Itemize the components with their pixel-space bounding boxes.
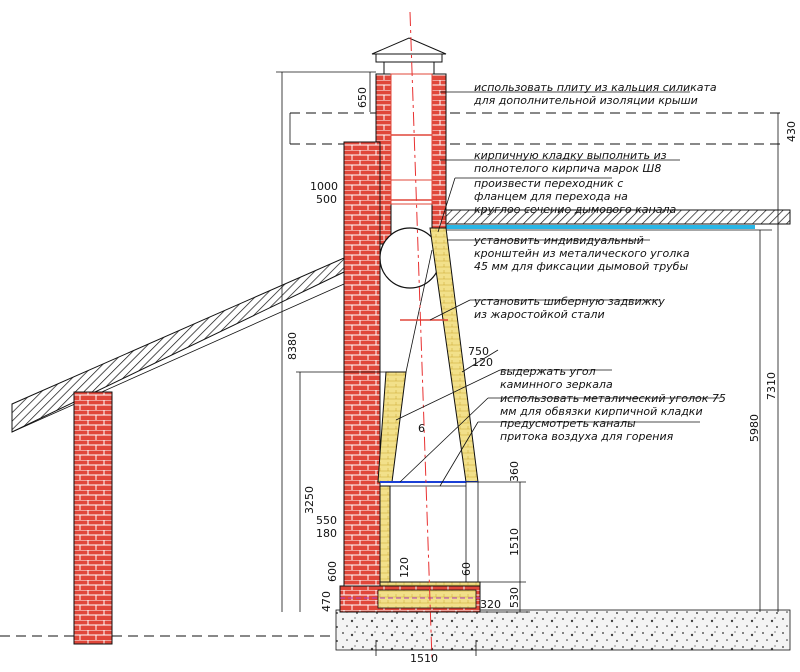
left-brick-column — [73, 391, 113, 645]
note-line-9: кронштейн из металического уголка — [474, 247, 690, 260]
dim-3250: 3250 — [303, 486, 316, 514]
note-line-2: для дополнительной изоляции крыши — [473, 94, 698, 107]
note-line-18: притока воздуха для горения — [500, 430, 674, 443]
chimney-brick-wall — [343, 141, 381, 587]
dim-7310: 7310 — [765, 372, 778, 400]
dimension-lines — [276, 71, 779, 656]
dim-1510-vertical: 1510 — [508, 528, 521, 556]
dim-600: 600 — [326, 561, 339, 582]
dim-500: 500 — [316, 193, 337, 206]
note-line-12: из жаростойкой стали — [474, 308, 605, 321]
note-line-5: произвести переходник с — [474, 177, 623, 190]
note-line-17: предусмотреть каналы — [500, 417, 636, 430]
dim-180: 180 — [316, 527, 337, 540]
dim-360: 360 — [508, 461, 521, 482]
dim-320: 320 — [480, 598, 501, 611]
note-line-16: мм для обвязки кирпичной кладки — [500, 405, 703, 418]
note-line-8: установить индивидуальный — [473, 234, 644, 247]
dim-430: 430 — [785, 121, 798, 142]
note-line-4: полнотелого кирпича марок Ш8 — [474, 162, 661, 175]
dim-650: 650 — [356, 87, 369, 108]
dim-8380: 8380 — [286, 332, 299, 360]
chimney-cap — [371, 37, 447, 75]
dim-120-top: 120 — [472, 356, 493, 369]
note-line-3: кирпичную кладку выполнить из — [474, 149, 667, 162]
roof-dashed-lines — [289, 112, 785, 145]
dim-120-bottom: 120 — [398, 557, 411, 578]
hearth-base — [339, 585, 481, 613]
dim-angle-6: 6 — [418, 422, 425, 435]
firebox — [379, 481, 481, 595]
dim-1510-horizontal: 1510 — [410, 652, 438, 665]
center-axis — [409, 11, 433, 661]
chimney-upper — [375, 73, 447, 245]
note-line-10: 45 мм для фиксации дымовой трубы — [474, 260, 688, 273]
dim-5980: 5980 — [748, 414, 761, 442]
note-line-15: использовать металический уголок 75 — [500, 392, 726, 405]
note-line-14: каминного зеркала — [500, 378, 613, 391]
dim-550: 550 — [316, 514, 337, 527]
note-line-7: круглое сечение дымового канала — [474, 203, 677, 216]
dim-1000: 1000 — [310, 180, 338, 193]
dim-60: 60 — [460, 562, 473, 576]
dim-750: 750 — [468, 345, 489, 358]
ground — [0, 609, 791, 651]
note-line-13: выдержать угол — [500, 365, 596, 378]
note-line-11: установить шиберную задвижку — [473, 295, 665, 308]
leader-lines — [395, 91, 720, 487]
dim-470: 470 — [320, 591, 333, 612]
dim-530: 530 — [508, 587, 521, 608]
note-line-1: использовать плиту из кальция силиката — [474, 81, 717, 94]
note-line-6: фланцем для перехода на — [474, 190, 628, 203]
